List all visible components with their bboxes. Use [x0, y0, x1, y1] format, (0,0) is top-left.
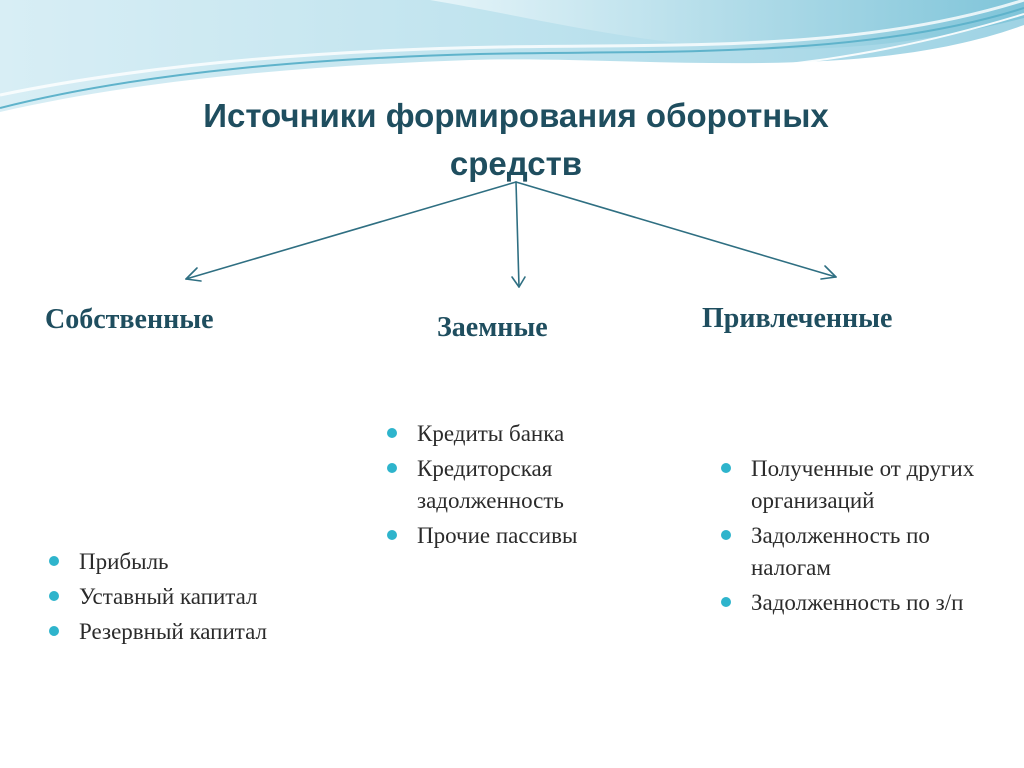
slide-title: Источники формирования оборотных средств	[140, 92, 892, 188]
list-item: Уставный капитал	[48, 581, 368, 613]
list-item: Кредиты банка	[386, 418, 636, 450]
decorative-wave-header	[0, 0, 1024, 112]
list-item: Прочие пассивы	[386, 520, 636, 552]
arrow-to-borrowed	[511, 181, 526, 288]
bullet-dot-icon	[387, 530, 397, 540]
list-item: Кредиторская задолженность	[386, 453, 636, 517]
own-sources-list: Прибыль Уставный капитал Резервный капит…	[48, 546, 368, 651]
category-own-heading: Собственные	[45, 304, 214, 335]
arrow-to-own	[185, 181, 517, 282]
bullet-dot-icon	[49, 591, 59, 601]
slide-title-line-2: средств	[449, 145, 583, 182]
bullet-dot-icon	[49, 626, 59, 636]
bullet-dot-icon	[721, 530, 731, 540]
category-borrowed-heading: Заемные	[437, 312, 548, 343]
slide-title-line-1: Источники формирования оборотных	[203, 97, 829, 134]
bullet-dot-icon	[387, 428, 397, 438]
bullet-dot-icon	[721, 597, 731, 607]
bullet-dot-icon	[387, 463, 397, 473]
list-item: Задолженность по з/п	[720, 587, 1000, 619]
arrow-to-attracted	[515, 181, 837, 280]
list-item: Резервный капитал	[48, 616, 368, 648]
bullet-dot-icon	[721, 463, 731, 473]
list-item: Полученные от других организаций	[720, 453, 1000, 517]
attracted-sources-list: Полученные от других организаций Задолже…	[720, 453, 1000, 622]
category-attracted-heading: Привлеченные	[702, 303, 893, 334]
list-item: Прибыль	[48, 546, 368, 578]
bullet-dot-icon	[49, 556, 59, 566]
list-item: Задолженность по налогам	[720, 520, 1000, 584]
borrowed-sources-list: Кредиты банка Кредиторская задолженность…	[386, 418, 636, 555]
